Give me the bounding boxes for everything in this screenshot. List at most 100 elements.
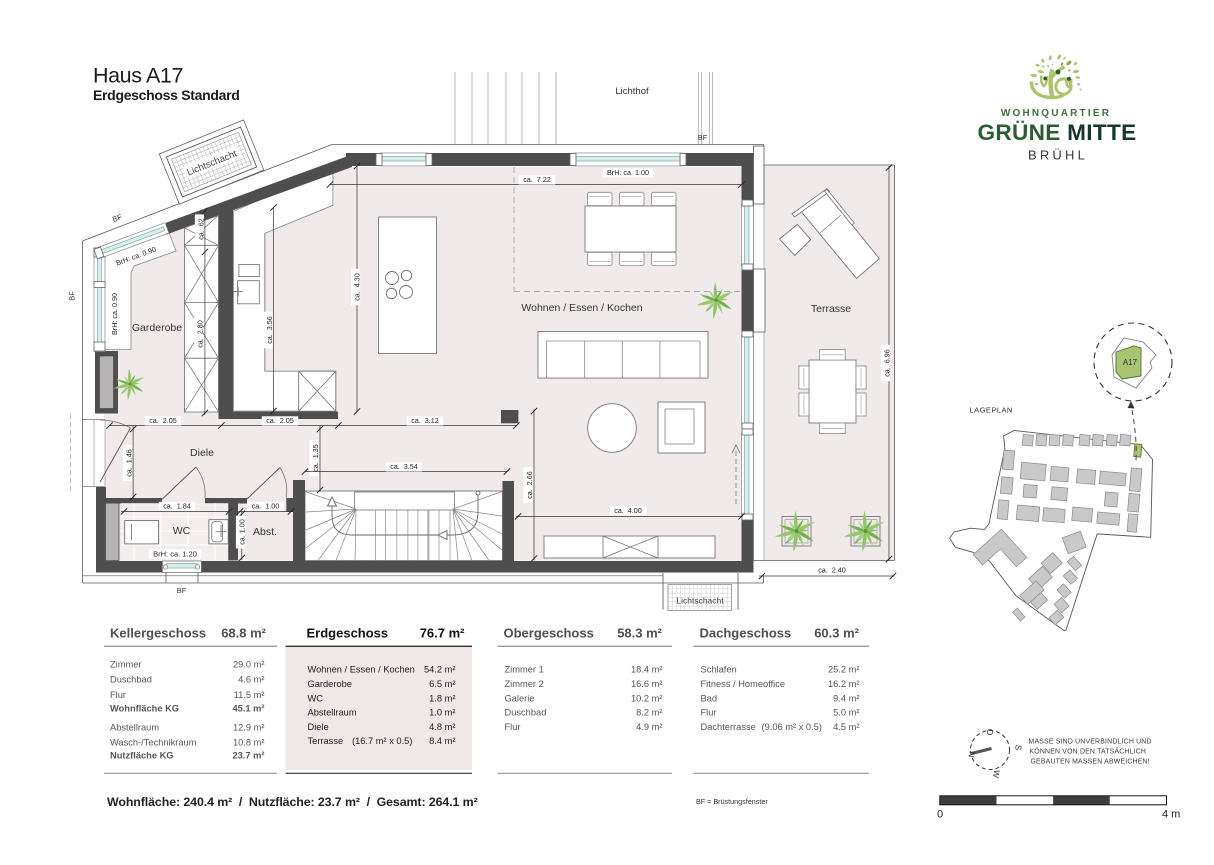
svg-text:Schlafen: Schlafen xyxy=(701,665,737,675)
svg-text:Garderobe: Garderobe xyxy=(132,322,182,334)
svg-text:ca. 2.80: ca. 2.80 xyxy=(196,320,205,348)
svg-text:GEBAUTEN MASSEN ABWEICHEN!: GEBAUTEN MASSEN ABWEICHEN! xyxy=(1031,759,1150,766)
svg-text:(16.7 m² x 0.5): (16.7 m² x 0.5) xyxy=(352,736,412,746)
svg-text:ca. 4.30: ca. 4.30 xyxy=(353,273,362,301)
svg-text:Fitness / Homeoffice: Fitness / Homeoffice xyxy=(701,679,786,689)
svg-text:ca. 1.46: ca. 1.46 xyxy=(125,449,134,477)
svg-text:Terrasse: Terrasse xyxy=(308,736,344,746)
svg-text:76.7 m²: 76.7 m² xyxy=(420,626,465,641)
svg-text:MASSE SIND UNVERBINDLICH UND: MASSE SIND UNVERBINDLICH UND xyxy=(1029,739,1152,746)
svg-text:ca. 3.56: ca. 3.56 xyxy=(265,316,274,344)
svg-text:Zimmer 1: Zimmer 1 xyxy=(505,665,544,675)
svg-text:BF = Brüstungsfenster: BF = Brüstungsfenster xyxy=(696,797,768,806)
svg-text:BF: BF xyxy=(177,586,187,595)
svg-text:5.0 m²: 5.0 m² xyxy=(833,708,859,718)
svg-text:Erdgeschoss Standard: Erdgeschoss Standard xyxy=(93,87,240,103)
svg-text:Flur: Flur xyxy=(110,690,126,700)
svg-text:Diele: Diele xyxy=(190,447,214,459)
svg-text:Haus A17: Haus A17 xyxy=(93,64,183,88)
svg-text:ca. 2.40: ca. 2.40 xyxy=(818,566,846,575)
svg-text:ca. 3.54: ca. 3.54 xyxy=(390,462,418,471)
svg-text:Bad: Bad xyxy=(701,693,718,703)
svg-text:Wohnfläche: 240.4 m² / Nutzf: Wohnfläche: 240.4 m² / Nutzfläche: 23.7 … xyxy=(107,795,478,809)
svg-text:Zimmer: Zimmer xyxy=(110,660,142,670)
svg-text:WC: WC xyxy=(173,525,191,537)
svg-text:Diele: Diele xyxy=(308,722,329,732)
svg-text:BF: BF xyxy=(698,133,708,142)
svg-text:10.2 m²: 10.2 m² xyxy=(631,693,663,703)
svg-text:BF: BF xyxy=(68,291,77,301)
svg-text:10.8 m²: 10.8 m² xyxy=(233,737,265,747)
svg-text:Galerie: Galerie xyxy=(505,693,535,703)
svg-text:ca. 62: ca. 62 xyxy=(197,218,206,240)
svg-text:ca. 7.22: ca. 7.22 xyxy=(523,175,551,184)
svg-text:6.5 m²: 6.5 m² xyxy=(429,679,455,689)
svg-text:9.4 m²: 9.4 m² xyxy=(833,693,859,703)
svg-text:ca. 1.00: ca. 1.00 xyxy=(238,519,247,545)
svg-text:ca. 3.12: ca. 3.12 xyxy=(411,416,439,425)
svg-text:18.4 m²: 18.4 m² xyxy=(631,665,663,675)
svg-text:ca. 2.05: ca. 2.05 xyxy=(149,416,177,425)
svg-text:60.3 m²: 60.3 m² xyxy=(814,626,859,641)
svg-text:4.5 m²: 4.5 m² xyxy=(833,722,859,732)
svg-text:Abstellraum: Abstellraum xyxy=(308,708,357,718)
svg-text:Wasch-/Technikraum: Wasch-/Technikraum xyxy=(110,737,197,747)
svg-text:Abst.: Abst. xyxy=(253,526,277,538)
svg-text:LAGEPLAN: LAGEPLAN xyxy=(970,406,1013,415)
svg-text:S: S xyxy=(1013,744,1024,752)
svg-text:4.8 m²: 4.8 m² xyxy=(429,722,455,732)
svg-text:WC: WC xyxy=(308,693,324,703)
svg-text:ca. 4.00: ca. 4.00 xyxy=(614,506,642,515)
svg-text:12.9 m²: 12.9 m² xyxy=(233,722,265,732)
svg-text:(9.06 m² x 0.5): (9.06 m² x 0.5) xyxy=(762,722,822,732)
svg-text:GRÜNE MITTE: GRÜNE MITTE xyxy=(978,120,1137,145)
svg-text:Erdgeschoss: Erdgeschoss xyxy=(307,626,389,641)
svg-text:0: 0 xyxy=(937,809,943,821)
svg-text:11.5 m²: 11.5 m² xyxy=(234,690,265,700)
svg-text:BrH: ca. 0.90: BrH: ca. 0.90 xyxy=(110,293,119,335)
svg-text:ca. 2.05: ca. 2.05 xyxy=(266,416,294,425)
svg-text:4.6 m²: 4.6 m² xyxy=(238,675,264,685)
svg-text:29.0 m²: 29.0 m² xyxy=(233,660,265,670)
svg-text:ca. 6.96: ca. 6.96 xyxy=(883,349,892,377)
svg-text:Lichthof: Lichthof xyxy=(615,86,649,97)
svg-text:Abstellraum: Abstellraum xyxy=(110,722,159,732)
svg-text:A17: A17 xyxy=(1123,358,1138,367)
svg-text:23.7 m²: 23.7 m² xyxy=(232,751,264,761)
svg-text:WOHNQUARTIER: WOHNQUARTIER xyxy=(1001,108,1111,119)
svg-text:Flur: Flur xyxy=(505,722,521,732)
svg-text:ca. 1.35: ca. 1.35 xyxy=(311,444,320,472)
svg-text:Zimmer 2: Zimmer 2 xyxy=(505,679,544,689)
svg-text:1.8 m²: 1.8 m² xyxy=(429,693,455,703)
svg-text:ca. 2.66: ca. 2.66 xyxy=(525,471,534,499)
svg-text:16.6 m²: 16.6 m² xyxy=(631,679,663,689)
svg-text:Wohnfläche KG: Wohnfläche KG xyxy=(110,703,179,713)
svg-text:8.2 m²: 8.2 m² xyxy=(636,708,662,718)
svg-text:Lichtschacht: Lichtschacht xyxy=(676,596,724,606)
svg-text:Flur: Flur xyxy=(701,708,717,718)
svg-text:Wohnen / Essen / Kochen: Wohnen / Essen / Kochen xyxy=(308,665,415,675)
svg-text:Wohnen / Essen / Kochen: Wohnen / Essen / Kochen xyxy=(521,302,642,314)
svg-text:4 m: 4 m xyxy=(1162,809,1180,821)
svg-text:Obergeschoss: Obergeschoss xyxy=(504,626,594,641)
svg-text:Garderobe: Garderobe xyxy=(308,679,352,689)
svg-text:Dachgeschoss: Dachgeschoss xyxy=(700,626,792,641)
svg-text:N: N xyxy=(966,751,977,759)
svg-text:BrH: ca. 1.20: BrH: ca. 1.20 xyxy=(153,550,197,559)
svg-text:Kellergeschoss: Kellergeschoss xyxy=(110,626,206,641)
svg-text:Duschbad: Duschbad xyxy=(505,708,547,718)
svg-text:58.3 m²: 58.3 m² xyxy=(617,626,662,641)
svg-text:Terrasse: Terrasse xyxy=(811,303,851,315)
svg-text:O: O xyxy=(984,728,995,737)
svg-text:1.0 m²: 1.0 m² xyxy=(429,708,455,718)
svg-text:25.2 m²: 25.2 m² xyxy=(828,665,860,675)
svg-text:W: W xyxy=(991,769,1002,779)
svg-text:ca. 1.84: ca. 1.84 xyxy=(163,502,191,511)
svg-text:Dachterrasse: Dachterrasse xyxy=(701,722,756,732)
svg-text:4.9 m²: 4.9 m² xyxy=(636,722,662,732)
svg-text:Duschbad: Duschbad xyxy=(110,675,152,685)
svg-text:8.4 m²: 8.4 m² xyxy=(429,736,455,746)
svg-text:ca. 1.00: ca. 1.00 xyxy=(252,502,280,511)
svg-text:16.2 m²: 16.2 m² xyxy=(828,679,860,689)
svg-text:45.1 m²: 45.1 m² xyxy=(232,703,264,713)
